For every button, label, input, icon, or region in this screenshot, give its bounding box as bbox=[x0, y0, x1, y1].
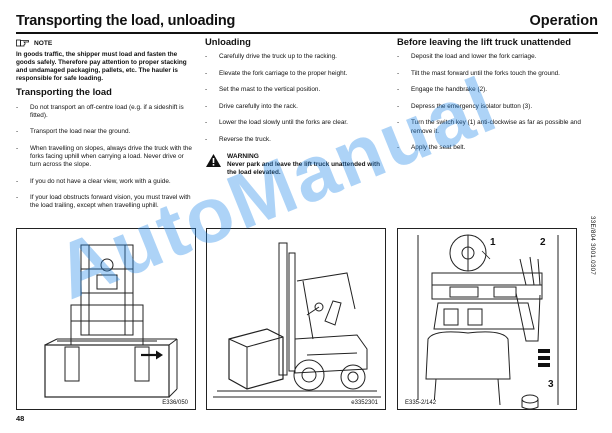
warning-triangle-icon bbox=[205, 153, 222, 171]
list-item: -Transport the load near the ground. bbox=[16, 128, 131, 136]
list-dash: - bbox=[16, 103, 19, 111]
warning-stripes-icon bbox=[538, 349, 550, 367]
warning-title: WARNING bbox=[227, 152, 259, 160]
figure-side-view: e3352301 bbox=[206, 228, 386, 410]
unloading-list: -Carefully drive the truck up to the rac… bbox=[205, 53, 385, 144]
column-before-leaving: Before leaving the lift truck unattended… bbox=[397, 36, 597, 161]
list-item: -Carefully drive the truck up to the rac… bbox=[205, 53, 337, 61]
figure-cockpit-view: 1 2 3 E335-2/142 bbox=[397, 228, 577, 410]
figure-code: e3352301 bbox=[350, 400, 379, 406]
list-item: -Deposit the load and lower the fork car… bbox=[397, 53, 537, 61]
direction-arrow-icon bbox=[141, 350, 163, 360]
list-dash: - bbox=[16, 128, 19, 136]
list-dash: - bbox=[205, 86, 208, 94]
callout-2: 2 bbox=[540, 237, 546, 248]
emergency-button-icon bbox=[521, 394, 539, 409]
list-item: -Reverse the truck. bbox=[205, 136, 271, 144]
transporting-title: Transporting the load bbox=[16, 86, 112, 98]
note-text: In goods traffic, the shipper must load … bbox=[16, 51, 187, 83]
list-item: -Depress the emergency isolator button (… bbox=[397, 102, 533, 110]
pointing-hand-icon bbox=[16, 38, 30, 50]
list-item: -Apply the seat belt. bbox=[397, 144, 466, 152]
note-title: NOTE bbox=[34, 40, 53, 47]
list-dash: - bbox=[397, 119, 400, 127]
document-code: 33E/804 3001.0307 bbox=[589, 216, 596, 276]
list-dash: - bbox=[205, 119, 208, 127]
figure-front-view: E336/050 bbox=[16, 228, 196, 410]
column-unloading: Unloading -Carefully drive the truck up … bbox=[205, 36, 385, 177]
list-dash: - bbox=[397, 53, 400, 61]
before-leaving-title: Before leaving the lift truck unattended bbox=[397, 36, 571, 47]
cockpit-illustration: 1 2 3 bbox=[417, 234, 559, 409]
list-item: -When travelling on slopes, always drive… bbox=[16, 144, 192, 169]
list-item: -Elevate the fork carriage to the proper… bbox=[205, 69, 348, 77]
list-item: -Turn the switch key (1) anti-clockwise … bbox=[397, 119, 581, 135]
list-item: -If you do not have a clear view, work w… bbox=[16, 177, 171, 185]
page-number: 48 bbox=[16, 414, 25, 423]
forklift-front-illustration bbox=[44, 244, 178, 398]
list-dash: - bbox=[397, 102, 400, 110]
list-item: -Do not transport an off-centre load (e.… bbox=[16, 103, 184, 119]
figure-code: E336/050 bbox=[161, 400, 189, 406]
column-transporting: NOTE In goods traffic, the shipper must … bbox=[16, 38, 194, 219]
forklift-side-illustration bbox=[213, 242, 381, 398]
list-item: -Set the mast to the vertical position. bbox=[205, 86, 321, 94]
callout-3: 3 bbox=[548, 379, 554, 390]
list-item: -If your load obstructs forward vision, … bbox=[16, 194, 191, 210]
header-rule bbox=[16, 32, 598, 34]
unloading-title: Unloading bbox=[205, 36, 251, 47]
list-item: -Engage the handbrake (2). bbox=[397, 86, 488, 94]
transporting-list: -Do not transport an off-centre load (e.… bbox=[16, 104, 194, 211]
list-dash: - bbox=[16, 177, 19, 185]
list-dash: - bbox=[397, 69, 400, 77]
list-dash: - bbox=[16, 194, 19, 202]
list-item: -Tilt the mast forward until the forks t… bbox=[397, 69, 560, 77]
list-item: -Drive carefully into the rack. bbox=[205, 102, 298, 110]
warning-block: WARNING Never park and leave the lift tr… bbox=[205, 153, 385, 177]
list-dash: - bbox=[205, 53, 208, 61]
page-title: Transporting the load, unloading bbox=[16, 13, 236, 29]
callout-1: 1 bbox=[490, 237, 496, 248]
list-dash: - bbox=[205, 102, 208, 110]
before-leaving-list: -Deposit the load and lower the fork car… bbox=[397, 53, 597, 152]
list-dash: - bbox=[397, 86, 400, 94]
list-dash: - bbox=[397, 144, 400, 152]
note-heading: NOTE bbox=[16, 38, 194, 50]
list-item: -Lower the load slowly until the forks a… bbox=[205, 119, 348, 127]
section-title: Operation bbox=[529, 13, 598, 29]
list-dash: - bbox=[16, 144, 19, 152]
figure-code: E335-2/142 bbox=[404, 400, 438, 406]
warning-text: Never park and leave the lift truck unat… bbox=[227, 160, 381, 176]
list-dash: - bbox=[205, 69, 208, 77]
list-dash: - bbox=[205, 136, 208, 144]
